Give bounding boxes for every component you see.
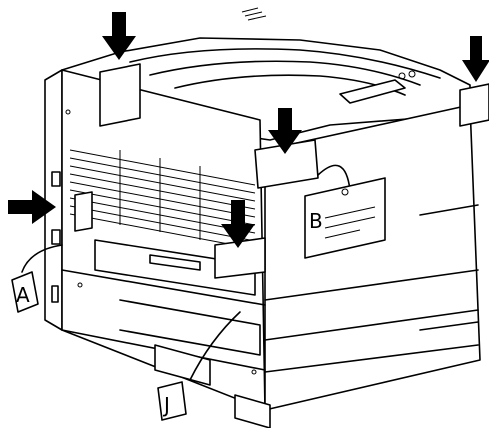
tag-j-label: J bbox=[162, 393, 170, 417]
tape-corner bbox=[254, 139, 319, 189]
tape-side bbox=[74, 191, 93, 232]
arrow-right-icon bbox=[8, 190, 56, 224]
removal-arrows bbox=[8, 12, 489, 248]
arrow-down-icon bbox=[462, 36, 489, 82]
tag-b: B bbox=[304, 164, 386, 259]
tape-top-right bbox=[459, 83, 489, 127]
printer-body bbox=[44, 7, 481, 428]
tag-j: J bbox=[157, 311, 241, 421]
tag-b-label: B bbox=[309, 209, 323, 233]
arrow-down-icon bbox=[268, 108, 302, 154]
arrow-down-icon bbox=[102, 12, 136, 60]
tape-rear-panel bbox=[214, 237, 266, 279]
arrow-down-icon bbox=[221, 200, 255, 248]
tape-top-left bbox=[99, 63, 141, 127]
tag-a-label: A bbox=[16, 283, 30, 307]
shipping-tapes bbox=[74, 63, 489, 279]
tag-a: A bbox=[11, 244, 63, 313]
